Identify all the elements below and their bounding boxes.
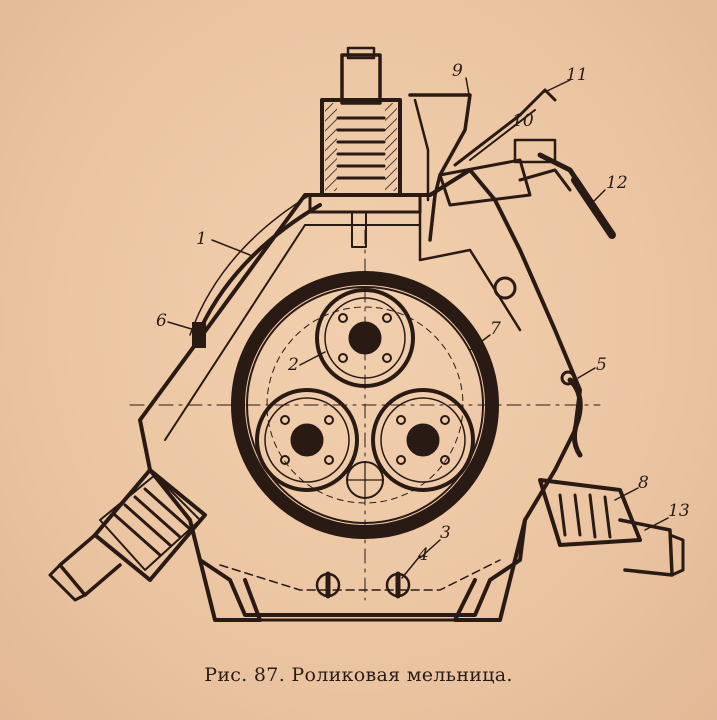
- access-cover: [198, 203, 322, 332]
- label-2: 2: [287, 355, 299, 375]
- label-7: 7: [490, 319, 501, 339]
- label-6: 6: [156, 311, 167, 331]
- control-lever: [571, 176, 616, 239]
- right-spring-buffer: [538, 478, 685, 577]
- roller-right: [371, 388, 475, 492]
- mill-housing: [138, 168, 582, 617]
- side-hinge: [567, 377, 583, 458]
- label-13: 13: [668, 501, 690, 521]
- label-12: 12: [606, 173, 628, 193]
- label-4: 4: [417, 545, 429, 565]
- label-3: 3: [440, 523, 451, 543]
- label-8: 8: [638, 473, 649, 493]
- feed-hopper: [408, 88, 603, 242]
- top-spring-valve: [308, 46, 422, 248]
- label-11: 11: [566, 65, 588, 85]
- label-1: 1: [196, 229, 207, 249]
- roller-left: [255, 388, 359, 492]
- left-spring-buffer: [48, 468, 207, 602]
- part-labels: 1 2 3 4 5 6 7 8 9 10 11 12 13: [156, 61, 690, 565]
- figure-caption: Рис. 87. Роликовая мельница.: [204, 664, 513, 686]
- label-9: 9: [452, 61, 463, 81]
- label-5: 5: [596, 355, 607, 375]
- foundation-bolts: [315, 571, 411, 599]
- label-10: 10: [512, 111, 534, 131]
